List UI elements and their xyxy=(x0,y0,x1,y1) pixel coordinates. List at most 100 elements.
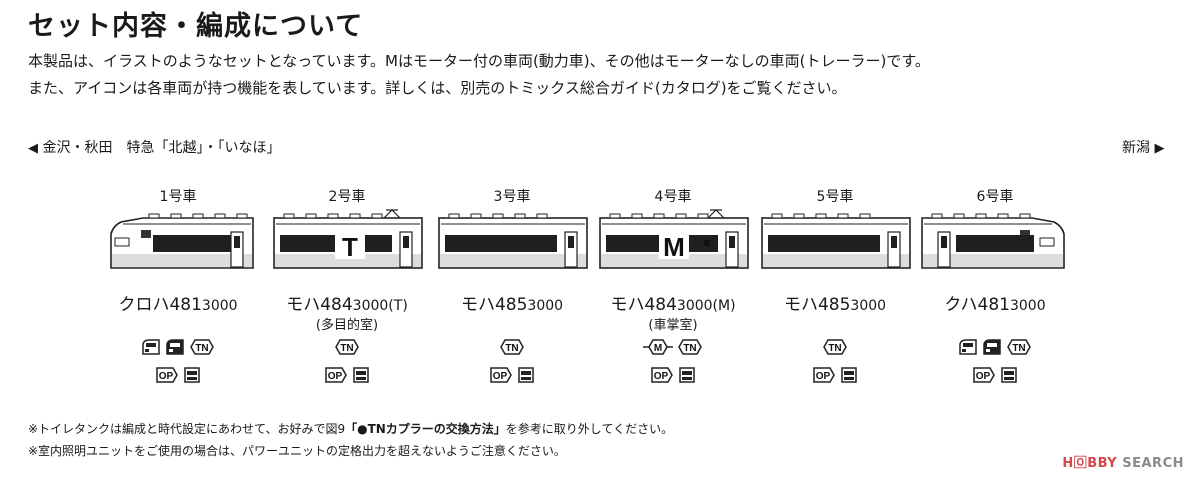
car-model: クロハ481 xyxy=(118,295,202,315)
svg-text:TN: TN xyxy=(340,343,353,354)
tn-coupler-icon: TN xyxy=(189,336,215,358)
svg-text:TN: TN xyxy=(1012,343,1025,354)
car-subtitle: (車掌室) xyxy=(648,318,698,333)
note-2: ※室内照明ユニットをご使用の場合は、パワーユニットの定格出力を超えないようご注意… xyxy=(28,444,566,458)
car-model-number: 3000 xyxy=(201,298,238,314)
car-number: 5号車 xyxy=(816,189,854,205)
op-icon: OP xyxy=(972,364,996,386)
op-icon: OP xyxy=(324,364,348,386)
window-band xyxy=(153,235,231,252)
roof-vent xyxy=(793,213,805,219)
car-illustration xyxy=(921,213,1065,269)
roof-vent xyxy=(236,213,248,219)
direction-left: ◀ 金沢・秋田 特急「北越」・「いなほ」 xyxy=(28,137,280,157)
car-stripe xyxy=(923,254,1063,267)
svg-text:OP: OP xyxy=(976,371,991,382)
headlight-icon xyxy=(958,336,978,358)
car-model-number: 3000 xyxy=(850,298,887,314)
tn-coupler-icon: TN xyxy=(499,336,525,358)
roof-vent xyxy=(997,213,1009,219)
car-illustration xyxy=(761,213,911,269)
roof-vent xyxy=(631,213,643,219)
roof-vent xyxy=(170,213,182,219)
roof-vent xyxy=(327,213,339,219)
door-window xyxy=(729,236,735,248)
roof-vent xyxy=(1019,213,1031,219)
op-icon: OP xyxy=(812,364,836,386)
note-1: ※トイレタンクは編成と時代設定にあわせて、お好みで図9「●TNカプラーの交換方法… xyxy=(28,420,673,437)
function-icons-row-2: OP xyxy=(920,364,1070,386)
car-number: 2号車 xyxy=(328,189,366,205)
intro-line-2: また、アイコンは各車両が持つ機能を表しています。詳しくは、別売のトミックス総合ガ… xyxy=(28,79,847,97)
note-1-bold: 「●TNカプラーの交換方法」 xyxy=(345,422,506,436)
door-window xyxy=(568,236,574,248)
function-icons-row-2: OP xyxy=(272,364,422,386)
roof-vent xyxy=(470,213,482,219)
roof-vent xyxy=(837,213,849,219)
car-number: 3号車 xyxy=(493,189,531,205)
car-model-name: クハ4813000 xyxy=(920,290,1070,315)
roof-vent xyxy=(283,213,295,219)
watermark-search: SEARCH xyxy=(1122,456,1184,471)
car-stripe xyxy=(112,254,252,267)
svg-text:OP: OP xyxy=(328,371,343,382)
roof-vent xyxy=(953,213,965,219)
intro-line-1: 本製品は、イラストのようなセットとなっています。Mはモーター付の車両(動力車)、… xyxy=(28,52,930,70)
car-illustration xyxy=(110,213,254,269)
car-illustration xyxy=(438,213,588,269)
svg-text:OP: OP xyxy=(654,371,669,382)
function-icons-row-1: TN xyxy=(437,336,587,358)
direction-left-label: 金沢・秋田 特急「北越」・「いなほ」 xyxy=(42,140,281,156)
roof-vent xyxy=(675,213,687,219)
tn-coupler-icon: TN xyxy=(1006,336,1032,358)
car-illustration: M xyxy=(599,209,749,269)
roof-vent xyxy=(815,213,827,219)
function-icons-row-1: TN xyxy=(760,336,910,358)
roof-vent xyxy=(859,213,871,219)
car-model: モハ484 xyxy=(610,295,677,315)
car-model-name: モハ4853000 xyxy=(437,290,587,315)
svg-text:OP: OP xyxy=(159,371,174,382)
car-model-number: 3000(M) xyxy=(676,298,736,314)
roof-vent xyxy=(371,213,383,219)
car-subtitle: (多目的室) xyxy=(315,318,379,333)
window-band xyxy=(445,235,557,252)
car-model: モハ484 xyxy=(286,295,353,315)
car-illustration: T xyxy=(273,209,423,269)
cab-window xyxy=(1039,237,1055,247)
roof-vent xyxy=(536,213,548,219)
car-number: 4号車 xyxy=(654,189,692,205)
car-number: 6号車 xyxy=(976,189,1014,205)
svg-text:OP: OP xyxy=(816,371,831,382)
car-model-name: モハ4853000 xyxy=(760,290,910,315)
svg-text:TN: TN xyxy=(505,343,518,354)
car-model-name: クロハ4813000 xyxy=(103,290,253,315)
roof-vent xyxy=(305,213,317,219)
op-icon: OP xyxy=(155,364,179,386)
car-model: クハ481 xyxy=(944,295,1010,315)
cab-marker xyxy=(1020,230,1030,238)
pantograph xyxy=(383,209,401,219)
roof-vent xyxy=(653,213,665,219)
car-model: モハ485 xyxy=(460,295,528,315)
roof-vent xyxy=(492,213,504,219)
note-1-pre: ※トイレタンクは編成と時代設定にあわせて、お好みで図9 xyxy=(28,422,346,436)
door-window xyxy=(941,236,947,248)
window-band xyxy=(956,235,1034,252)
roof-vent xyxy=(349,213,361,219)
car-type-letter: T xyxy=(342,232,358,262)
car-stripe xyxy=(601,254,747,267)
cab-marker xyxy=(141,230,151,238)
pantograph xyxy=(707,209,725,219)
roof-vent xyxy=(975,213,987,219)
car-model-number: 3000(T) xyxy=(352,298,408,314)
roof-vent xyxy=(771,213,783,219)
window-band xyxy=(768,235,880,252)
room-light-icon xyxy=(1000,364,1018,386)
